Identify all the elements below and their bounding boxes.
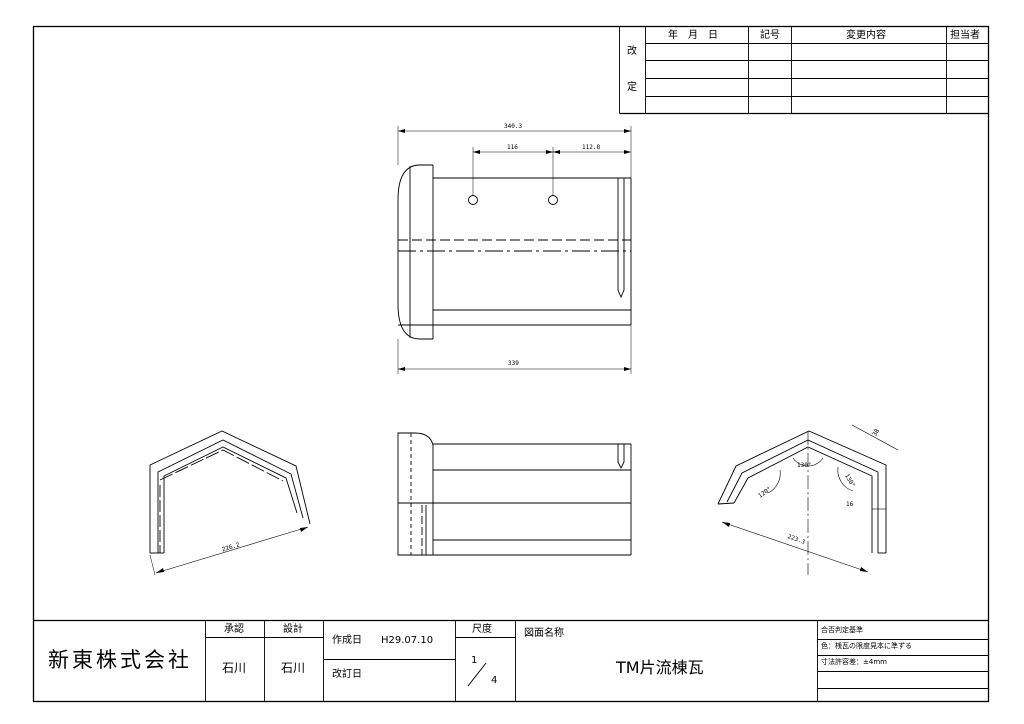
dim-top-left: 116 [507, 144, 518, 151]
created-date: H29.07.10 [381, 635, 434, 646]
left-section-view [149, 430, 311, 576]
scale-numerator: 1 [471, 655, 478, 666]
top-view [397, 126, 632, 374]
scale-denominator: 4 [491, 675, 498, 686]
drawing-name: TM片流棟瓦 [616, 658, 704, 677]
drawing-name-label: 図面名称 [524, 628, 564, 639]
dim-angle-top: 130° [797, 462, 812, 469]
dim-top-total: 340.3 [504, 123, 523, 130]
approve-label: 承認 [224, 624, 244, 635]
sheet-border [32, 25, 990, 703]
dim-top-bottom: 339 [508, 360, 519, 367]
design-label: 設計 [283, 624, 303, 635]
criteria-tolerance: 寸法許容差：±4mm [821, 658, 887, 666]
revision-header-symbol: 記号 [760, 30, 780, 41]
dim-right-view-small: 16 [846, 501, 854, 508]
revised-label: 改訂日 [332, 669, 362, 680]
revision-side-label-top: 改 [627, 46, 637, 57]
created-label: 作成日 [332, 635, 362, 646]
front-view [397, 432, 632, 556]
revision-header-change: 変更内容 [846, 30, 886, 41]
design-name: 石川 [281, 661, 306, 675]
revision-table-grid [619, 26, 989, 115]
right-section-view [717, 424, 899, 575]
revision-header-person: 担当者 [950, 30, 980, 41]
company-name: 新東株式会社 [48, 648, 192, 672]
revision-side-label-bottom: 定 [627, 82, 637, 93]
revision-header-date: 年 月 日 [668, 30, 718, 41]
title-block-grid [33, 619, 989, 702]
approve-name: 石川 [222, 661, 247, 675]
dim-top-right: 112.8 [582, 144, 601, 151]
scale-label: 尺度 [472, 624, 492, 635]
criteria-title: 合否判定基準 [821, 626, 863, 634]
criteria-color: 色：桟瓦の限度見本に準ずる [821, 642, 912, 650]
